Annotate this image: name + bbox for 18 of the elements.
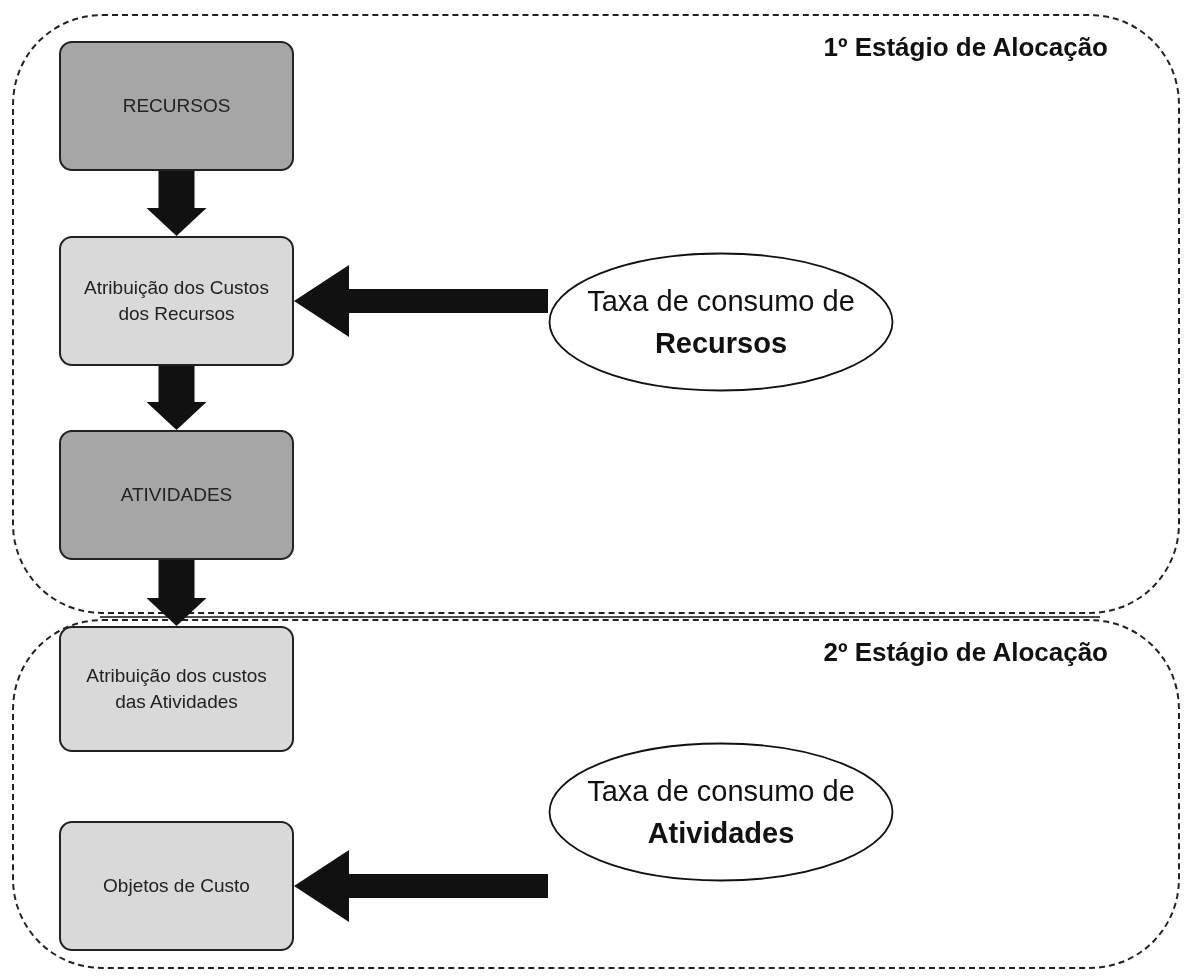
ellipse-label: Taxa de consumo de Atividades — [586, 773, 856, 851]
process-box: Atribuição dos Custos dos Recursos — [59, 236, 294, 366]
block-arrow — [294, 265, 548, 337]
rate-ellipse — [548, 252, 894, 392]
process-box: ATIVIDADES — [59, 430, 294, 560]
rate-ellipse — [548, 742, 894, 882]
block-arrow — [146, 560, 207, 626]
stage-region — [12, 619, 1180, 969]
block-arrow — [146, 171, 207, 236]
stage-title: 2º Estágio de Alocação — [823, 637, 1108, 668]
process-box: Atribuição dos custos das Atividades — [59, 626, 294, 752]
stage-region — [12, 14, 1180, 614]
ellipse-label: Taxa de consumo de Recursos — [586, 283, 856, 361]
stage-title: 1º Estágio de Alocação — [823, 32, 1108, 63]
process-box: Objetos de Custo — [59, 821, 294, 951]
block-arrow — [294, 850, 548, 922]
process-box: RECURSOS — [59, 41, 294, 171]
block-arrow — [146, 366, 207, 430]
